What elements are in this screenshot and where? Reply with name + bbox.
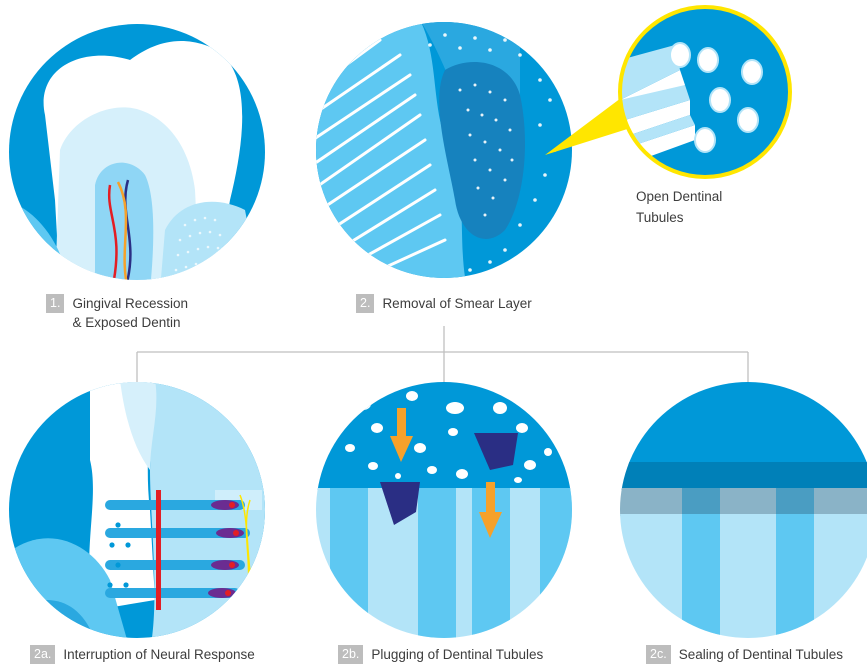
- step-1-text: Gingival Recession & Exposed Dentin: [72, 294, 188, 332]
- step-2a-caption: 2a. Interruption of Neural Response: [30, 645, 255, 664]
- step-2a-badge: 2a.: [30, 645, 55, 664]
- plugging-illustration: [310, 380, 580, 648]
- step-2c-text: Sealing of Dentinal Tubules: [679, 645, 843, 664]
- step-2b-text: Plugging of Dentinal Tubules: [371, 645, 543, 664]
- step-2b-caption: 2b. Plugging of Dentinal Tubules: [338, 645, 543, 664]
- step-2-badge: 2.: [356, 294, 374, 313]
- step-2a-text: Interruption of Neural Response: [63, 645, 254, 664]
- step-1-line2: & Exposed Dentin: [72, 315, 180, 330]
- sealing-illustration: [615, 380, 867, 654]
- step-1-line1: Gingival Recession: [72, 296, 188, 311]
- step-2c-caption: 2c. Sealing of Dentinal Tubules: [646, 645, 843, 664]
- step-2b-badge: 2b.: [338, 645, 363, 664]
- step-1-badge: 1.: [46, 294, 64, 313]
- open-tubules-label-line1: Open Dentinal: [636, 186, 722, 207]
- step-2c-badge: 2c.: [646, 645, 671, 664]
- neural-response-illustration: [0, 380, 280, 650]
- connector-lines: [137, 326, 748, 382]
- open-tubules-label-line2: Tubules: [636, 207, 722, 228]
- open-tubules-label: Open Dentinal Tubules: [636, 186, 722, 228]
- open-tubules-zoom: [610, 0, 810, 190]
- gingival-recession-illustration: [0, 0, 300, 300]
- step-2-text: Removal of Smear Layer: [382, 294, 531, 313]
- step-2-caption: 2. Removal of Smear Layer: [356, 294, 532, 313]
- step-1-caption: 1. Gingival Recession & Exposed Dentin: [46, 294, 188, 332]
